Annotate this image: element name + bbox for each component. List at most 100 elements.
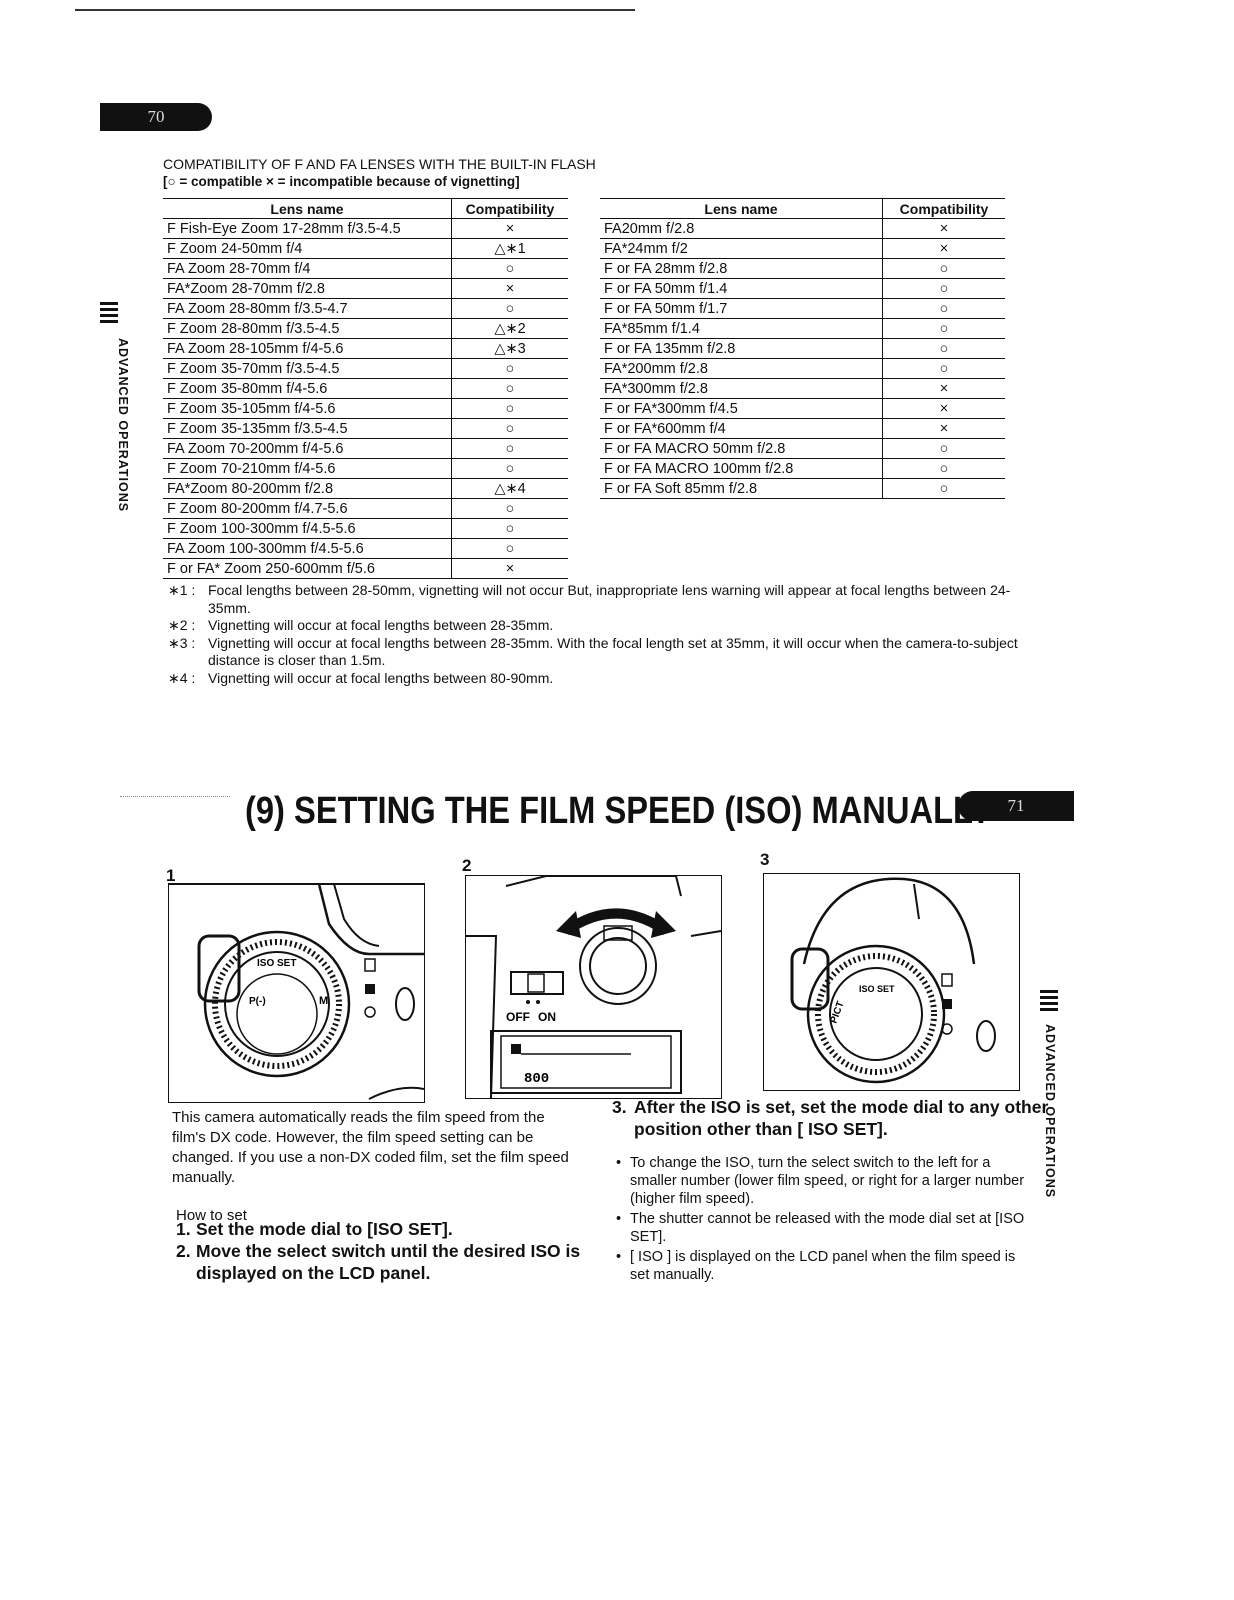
table-row: FA Zoom 28-105mm f/4-5.6△∗3 (163, 338, 568, 359)
footnote-marker: ∗1 : (168, 582, 196, 598)
table-row: F or FA*300mm f/4.5× (600, 398, 1005, 419)
step-3: 3. After the ISO is set, set the mode di… (612, 1096, 1054, 1140)
lens-name-cell: F or FA 135mm f/2.8 (600, 338, 883, 359)
lens-name-cell: F Zoom 80-200mm f/4.7-5.6 (163, 498, 452, 519)
compatibility-cell: ○ (882, 278, 1005, 299)
step-number: 3. (612, 1097, 627, 1117)
bullet-icon: • (616, 1211, 622, 1227)
compatibility-cell: ○ (882, 358, 1005, 379)
table-row: FA Zoom 28-80mm f/3.5-4.7○ (163, 298, 568, 319)
note-item: • To change the ISO, turn the select swit… (616, 1154, 1026, 1208)
footnote-marker: ∗4 : (168, 669, 196, 686)
lens-name-cell: FA Zoom 28-105mm f/4-5.6 (163, 338, 452, 359)
compatibility-cell: ○ (451, 398, 568, 419)
compatibility-cell: × (882, 378, 1005, 399)
table-row: FA Zoom 28-70mm f/4○ (163, 258, 568, 279)
compatibility-cell: ○ (882, 438, 1005, 459)
intro-paragraph: This camera automatically reads the film… (172, 1109, 569, 1186)
lens-name-cell: FA Zoom 100-300mm f/4.5-5.6 (163, 538, 452, 559)
lens-name-cell: F Zoom 70-210mm f/4-5.6 (163, 458, 452, 479)
table-row: FA*24mm f/2× (600, 238, 1005, 259)
compatibility-cell: ○ (451, 358, 568, 379)
how-to-set-label: How to set (176, 1207, 247, 1224)
camera-illustration: PICT ISO SET (790, 877, 996, 1084)
compatibility-cell: ○ (451, 378, 568, 399)
compatibility-cell: × (882, 398, 1005, 419)
compatibility-cell: ○ (882, 318, 1005, 339)
table-row: F or FA MACRO 100mm f/2.8○ (600, 458, 1005, 479)
page-number: 70 (147, 107, 165, 126)
table-row: F Zoom 35-80mm f/4-5.6○ (163, 378, 568, 399)
lens-name-cell: FA Zoom 28-80mm f/3.5-4.7 (163, 298, 452, 319)
footnotes: ∗1 :Focal lengths between 28-50mm, vigne… (168, 582, 1018, 687)
page-number-tab: 71 (958, 791, 1074, 821)
compatibility-cell: ○ (451, 538, 568, 559)
figure-number: 2 (462, 856, 472, 875)
divider-dots (120, 796, 230, 797)
table-row: FA Zoom 100-300mm f/4.5-5.6○ (163, 538, 568, 559)
table-row: F Zoom 24-50mm f/4△∗1 (163, 238, 568, 259)
compatibility-cell: ○ (451, 458, 568, 479)
footnote-text: Vignetting will occur at focal lengths b… (208, 669, 554, 686)
dial-label: M (319, 995, 328, 1007)
table-row: F Zoom 28-80mm f/3.5-4.5△∗2 (163, 318, 568, 339)
lens-name-cell: FA20mm f/2.8 (600, 218, 883, 239)
table-row: F Zoom 35-135mm f/3.5-4.5○ (163, 418, 568, 439)
lens-name-cell: F Zoom 35-70mm f/3.5-4.5 (163, 358, 452, 379)
step-1: 1. Set the mode dial to [ISO SET]. (176, 1218, 596, 1240)
note-text: To change the ISO, turn the select switc… (630, 1155, 1025, 1207)
figure-select-switch: OFF ON 800 (465, 875, 722, 1099)
figure-mode-dial-reset: PICT ISO SET (763, 873, 1020, 1091)
table-row: FA*200mm f/2.8○ (600, 358, 1005, 379)
table-row: FA*Zoom 80-200mm f/2.8△∗4 (163, 478, 568, 499)
dial-label: ISO SET (859, 984, 895, 994)
compatibility-cell: × (451, 218, 568, 239)
bullet-icon: • (616, 1155, 622, 1171)
compatibility-cell: △∗1 (451, 238, 568, 259)
compatibility-table-left: Lens name Compatibility F Fish-Eye Zoom … (163, 198, 568, 579)
table-row: FA*300mm f/2.8× (600, 378, 1005, 399)
lens-name-cell: FA Zoom 70-200mm f/4-5.6 (163, 438, 452, 459)
caption-legend: [○ = compatible × = incompatible because… (163, 174, 520, 189)
compatibility-cell: ○ (882, 298, 1005, 319)
lens-name-cell: F or FA*300mm f/4.5 (600, 398, 883, 419)
note-text: [ ISO ] is displayed on the LCD panel wh… (630, 1249, 1016, 1283)
lens-name-cell: FA*24mm f/2 (600, 238, 883, 259)
table-row: FA20mm f/2.8× (600, 218, 1005, 239)
dial-label: ISO SET (257, 958, 296, 969)
page-number-tab: 70 (100, 103, 212, 131)
footnote-marker: ∗2 : (168, 617, 196, 633)
table-row: F or FA* Zoom 250-600mm f/5.6× (163, 558, 568, 579)
camera-illustration: ISO SET P(-) M (169, 884, 424, 1100)
notes-list: • To change the ISO, turn the select swit… (616, 1154, 1026, 1286)
footnote-text: Vignetting will occur at focal lengths b… (208, 634, 1018, 669)
table-row: F or FA Soft 85mm f/2.8○ (600, 478, 1005, 499)
lens-name-cell: F or FA* Zoom 250-600mm f/5.6 (163, 558, 452, 579)
lens-name-cell: FA*Zoom 28-70mm f/2.8 (163, 278, 452, 299)
column-header-compatibility: Compatibility (882, 198, 1005, 219)
lcd-readout: 800 (524, 1071, 549, 1087)
table-row: F Zoom 35-105mm f/4-5.6○ (163, 398, 568, 419)
section-heading: (9) SETTING THE FILM SPEED (ISO) MANUALL… (245, 790, 992, 832)
caption-title: COMPATIBILITY OF F AND FA LENSES WITH TH… (163, 156, 596, 172)
table-row: F or FA 50mm f/1.4○ (600, 278, 1005, 299)
compatibility-cell: ○ (882, 338, 1005, 359)
compatibility-cell: ○ (451, 438, 568, 459)
table-row: F Zoom 100-300mm f/4.5-5.6○ (163, 518, 568, 539)
lens-name-cell: F Zoom 35-105mm f/4-5.6 (163, 398, 452, 419)
compatibility-cell: × (882, 218, 1005, 239)
lens-name-cell: FA*200mm f/2.8 (600, 358, 883, 379)
section-marker-icon (1040, 990, 1058, 1011)
compatibility-cell: ○ (451, 518, 568, 539)
lens-name-cell: FA*300mm f/2.8 (600, 378, 883, 399)
compatibility-cell: △∗3 (451, 338, 568, 359)
side-label: ADVANCED OPERATIONS (116, 338, 130, 513)
camera-illustration: OFF ON 800 (466, 876, 721, 1098)
compatibility-cell: ○ (451, 498, 568, 519)
top-rule (75, 9, 635, 11)
table-row: F Zoom 80-200mm f/4.7-5.6○ (163, 498, 568, 519)
compatibility-cell: △∗4 (451, 478, 568, 499)
lens-name-cell: F Zoom 35-80mm f/4-5.6 (163, 378, 452, 399)
compatibility-cell: ○ (882, 478, 1005, 499)
table-row: F Fish-Eye Zoom 17-28mm f/3.5-4.5× (163, 218, 568, 239)
